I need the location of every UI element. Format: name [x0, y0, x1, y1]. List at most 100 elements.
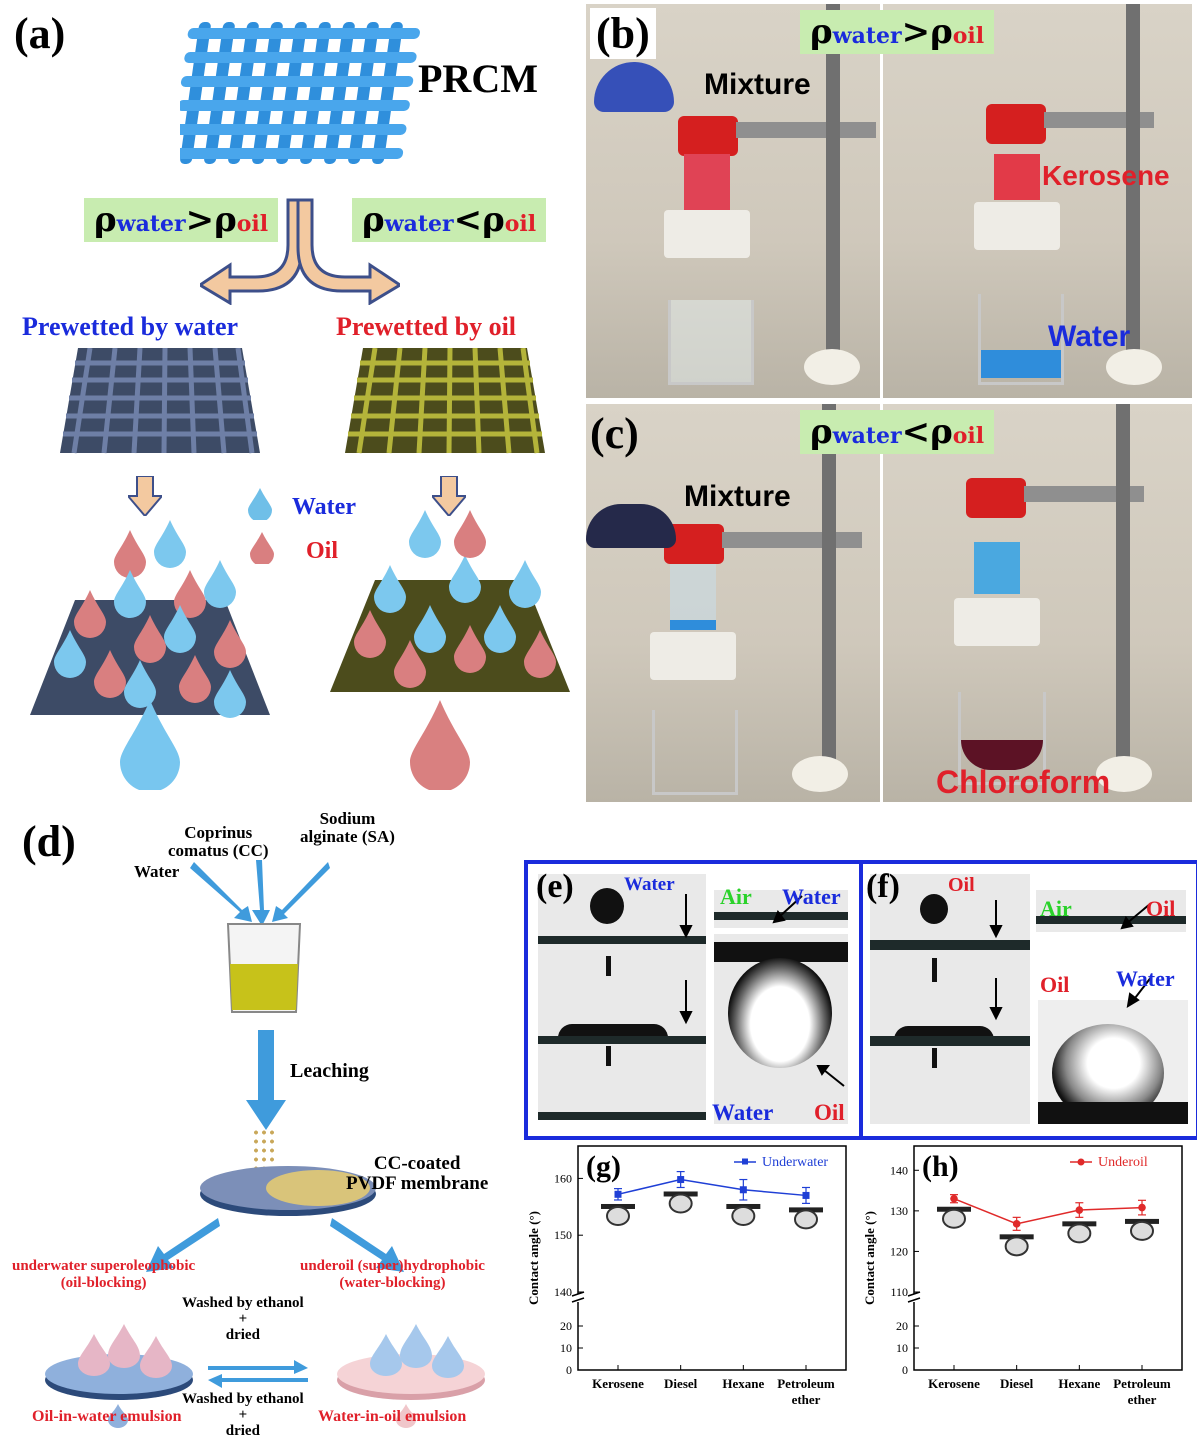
- inflow-arrows-icon: [190, 860, 330, 926]
- rho-operator: <: [901, 412, 931, 452]
- y-tick-label: 20: [560, 1319, 572, 1333]
- oil-in-water-label: Oil-in-water emulsion: [32, 1408, 182, 1425]
- clamp-rod: [1024, 486, 1144, 502]
- f-oil-right-label: Oil: [1146, 896, 1176, 921]
- panel-label: (g): [586, 1150, 621, 1183]
- panel-b-label: (b): [590, 8, 656, 59]
- water-drop-on-needle: [590, 888, 624, 924]
- panel-d-label: (d): [22, 817, 76, 866]
- x-tick-label: Petroleum: [777, 1376, 835, 1391]
- rho-symbol: ρ: [810, 412, 833, 452]
- surface-line: [1036, 916, 1186, 924]
- panel-d: (d) Coprinus comatus (CC) Sodium alginat…: [0, 809, 520, 1439]
- rho-sub-oil: oil: [952, 23, 985, 49]
- f-oil-top-label: Oil: [948, 874, 975, 896]
- legend-label: Underwater: [762, 1155, 828, 1170]
- rho-sub-oil: oil: [236, 211, 269, 237]
- red-clamp: [678, 116, 738, 156]
- f-oil-mid-label: Oil: [1040, 972, 1070, 997]
- data-point: [1138, 1203, 1146, 1212]
- legend-label: Underoil: [1098, 1155, 1148, 1170]
- stand-base: [804, 349, 860, 385]
- e-bottom-left-image: [538, 1046, 706, 1120]
- e-water-right-label: Water: [782, 884, 841, 909]
- surface-line: [870, 1036, 1030, 1046]
- data-point: [802, 1191, 810, 1199]
- top-substrate: [714, 942, 848, 962]
- oil-droplet-icon: [396, 1404, 416, 1428]
- beaker: [668, 300, 754, 385]
- x-tick-label: Hexane: [722, 1376, 764, 1391]
- rho-box: ρwater>ρoil: [800, 10, 995, 54]
- bottom-substrate: [1038, 1102, 1188, 1124]
- blue-water-in-tube: [974, 542, 1020, 594]
- water-drop-icon: [248, 488, 272, 520]
- down-arrow-icon: [432, 476, 466, 516]
- f-top-left-image: [870, 874, 1030, 958]
- beaker: [958, 692, 1046, 785]
- water-blocking-membrane-icon: [337, 1324, 485, 1400]
- oil-drop-on-needle: [920, 894, 948, 924]
- blue-water-in-beaker: [981, 350, 1061, 378]
- y-tick-label: 140: [554, 1285, 572, 1299]
- branch-right-arrow-icon: [330, 1218, 404, 1272]
- y-tick-label: 140: [890, 1163, 908, 1177]
- rho-symbol: ρ: [362, 200, 385, 240]
- prewetted-by-water-label: Prewetted by water: [22, 312, 239, 341]
- surface-line: [538, 936, 706, 944]
- clamp-rod: [736, 122, 876, 138]
- coprinus-label: Coprinus comatus (CC): [168, 823, 269, 860]
- rho-operator: <: [453, 200, 483, 240]
- prcm-title: PRCM: [418, 56, 538, 101]
- y-tick-label: 160: [554, 1171, 572, 1185]
- water-wetted-mesh-illustration: [60, 348, 260, 454]
- water-droplet-icon: [108, 1404, 128, 1428]
- x-tick-label: ether: [792, 1392, 821, 1407]
- prewetted-by-oil-label: Prewetted by oil: [336, 312, 517, 341]
- kerosene-label: Kerosene: [1042, 160, 1170, 191]
- red-clamp: [966, 478, 1026, 518]
- y-axis-label: Contact angle (°): [862, 1211, 877, 1305]
- x-tick-label: Kerosene: [928, 1376, 980, 1391]
- f-underoil-water-drop-image: [1038, 1000, 1188, 1124]
- e-water-bottom-label: Water: [712, 1100, 774, 1125]
- droplet-thumbnail: [1004, 1236, 1029, 1257]
- kerosene-tube: [684, 154, 730, 210]
- water-label: Water: [1048, 320, 1131, 353]
- wash-label-bottom: Washed by ethanol + dried: [182, 1391, 304, 1439]
- data-point: [614, 1190, 622, 1198]
- e-underwater-oil-drop-image: [714, 934, 848, 1124]
- surface-line: [538, 1112, 706, 1120]
- data-point: [1075, 1206, 1084, 1214]
- f-bottom-left-image: [870, 1048, 1030, 1124]
- mesh-fiber: [180, 76, 414, 87]
- data-point: [677, 1176, 685, 1184]
- droplet-thumbnail: [794, 1209, 818, 1230]
- coated-membrane-disk-icon: [200, 1166, 376, 1216]
- reversible-arrows-icon: [208, 1360, 308, 1388]
- y-tick-label: 10: [896, 1341, 908, 1355]
- needle: [606, 956, 611, 976]
- sodium-alginate-label: Sodium alginate (SA): [300, 809, 395, 846]
- rho-symbol: ρ: [810, 12, 833, 52]
- droplet-thumbnail: [1067, 1223, 1092, 1244]
- legend-marker: [1077, 1158, 1085, 1166]
- axis-break-gap: [908, 1294, 920, 1302]
- e-arrows: [679, 894, 845, 1087]
- wash-label-top: Washed by ethanol + dried: [182, 1295, 304, 1343]
- legend-oil-label: Oil: [306, 538, 339, 564]
- oil-mesh-grid: [348, 348, 542, 454]
- plot-frame: [913, 1145, 1183, 1371]
- flask-with-dark-liquid: [586, 504, 676, 548]
- rho-symbol: ρ: [94, 200, 117, 240]
- tube: [670, 564, 716, 630]
- x-tick-label: ether: [1128, 1392, 1157, 1407]
- oil-blocking-membrane-icon: [45, 1324, 193, 1400]
- stand-base: [1106, 349, 1162, 385]
- plot-frame: [577, 1145, 847, 1371]
- rho-right-box: ρwater<ρoil: [352, 198, 547, 242]
- rho-operator: >: [901, 12, 931, 52]
- panel-f-label: (f): [866, 868, 900, 905]
- panel-divider: [859, 860, 863, 1140]
